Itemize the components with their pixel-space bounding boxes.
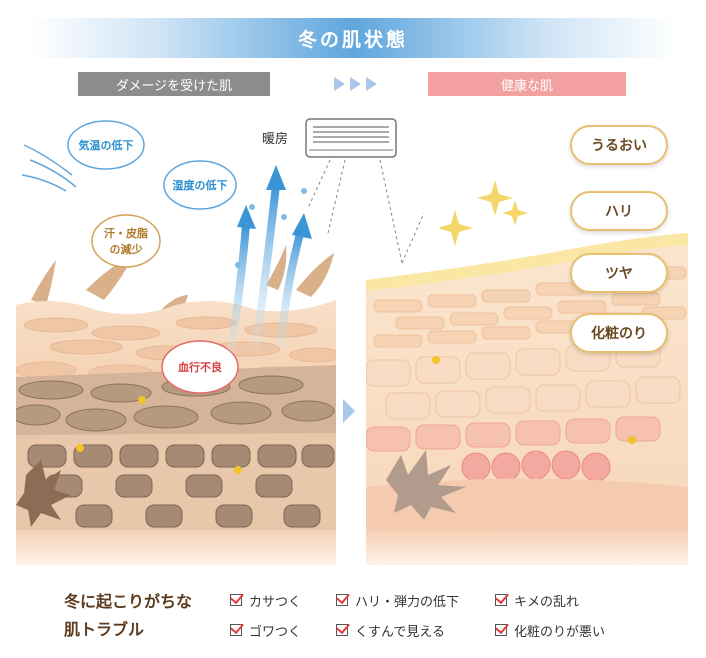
- sparkle-icons: [440, 180, 528, 246]
- sebum-text-1: 汗・皮脂: [104, 226, 148, 240]
- benefit-makeup: 化粧のり: [570, 313, 668, 353]
- trouble-item-texture: キメの乱れ: [495, 590, 579, 610]
- temp-drop-text: 気温の低下: [79, 138, 134, 152]
- check-icon: [230, 624, 242, 636]
- benefit-firmness: ハリ: [570, 191, 668, 231]
- heater-label: 暖房: [262, 132, 289, 147]
- footer-title-line1: 冬に起こりがちな: [64, 592, 193, 611]
- check-icon: [495, 594, 507, 606]
- transition-arrow-icon: [343, 399, 355, 423]
- trouble-item-dry: カサつく: [230, 590, 301, 610]
- benefit-moisture: うるおい: [570, 125, 668, 165]
- page-title: 冬の肌状態: [297, 28, 408, 51]
- check-icon: [336, 594, 348, 606]
- title-banner: 冬の肌状態: [30, 18, 676, 58]
- benefits-list: うるおい ハリ ツヤ 化粧のり: [570, 125, 690, 365]
- trouble-item-dull: くすんで見える: [336, 620, 445, 640]
- benefit-glow: ツヤ: [570, 253, 668, 293]
- damaged-skin-illustration: 血行不良: [16, 245, 336, 565]
- moisture-loss-arrows: 気温の低下 湿度の低下 汗・皮脂 の減少: [21, 120, 312, 354]
- trouble-item-rough: ゴワつく: [230, 620, 301, 640]
- trouble-item-makeup: 化粧のりが悪い: [495, 620, 605, 640]
- triple-arrow-icon: [334, 77, 377, 91]
- check-icon: [230, 594, 242, 606]
- footer-title-line2: 肌トラブル: [64, 620, 145, 639]
- check-icon: [495, 624, 507, 636]
- sebum-text-2: の減少: [110, 242, 143, 256]
- healthy-skin-label: 健康な肌: [428, 72, 626, 96]
- humidity-drop-text: 湿度の低下: [173, 178, 228, 192]
- trouble-item-firmness: ハリ・弾力の低下: [336, 590, 459, 610]
- footer-title: 冬に起こりがちな 肌トラブル: [64, 588, 192, 644]
- warm-air-dashes: [307, 159, 425, 264]
- blood-circulation-text: 血行不良: [178, 360, 222, 374]
- check-icon: [336, 624, 348, 636]
- air-conditioner-icon: [305, 118, 397, 158]
- damaged-skin-label: ダメージを受けた肌: [78, 72, 270, 96]
